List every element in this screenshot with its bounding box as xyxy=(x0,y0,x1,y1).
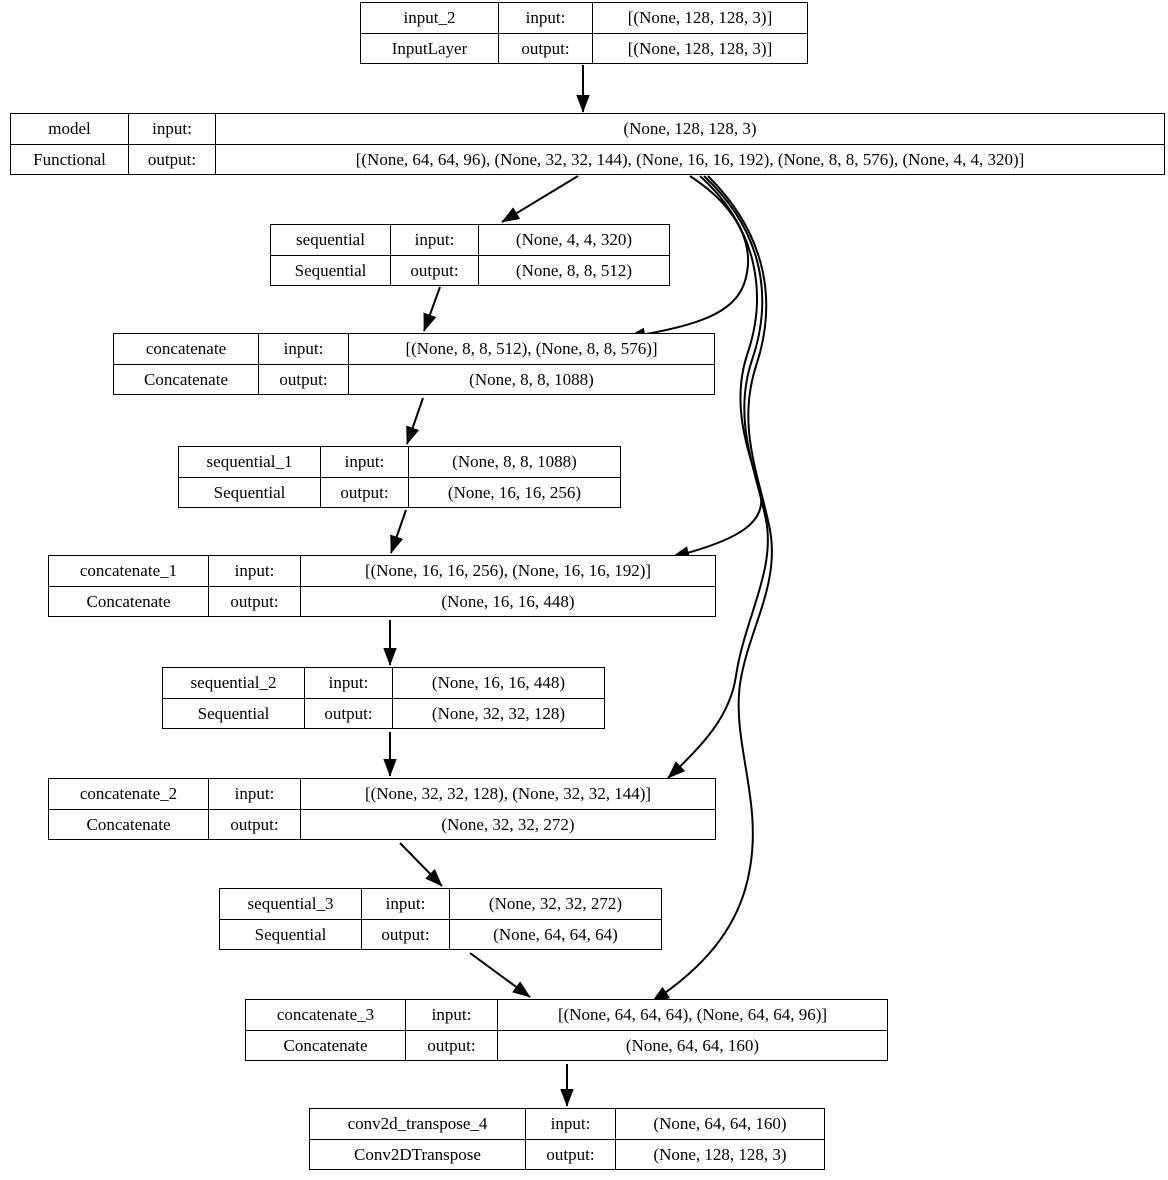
node-input_2-class: InputLayer xyxy=(361,33,499,63)
node-sequential_3-class: Sequential xyxy=(220,919,362,949)
node-sequential_1-output-label: output: xyxy=(321,477,409,507)
node-conv2d_transpose_4[interactable]: conv2d_transpose_4 input: (None, 64, 64,… xyxy=(309,1108,825,1170)
node-sequential-output-shape: (None, 8, 8, 512) xyxy=(515,260,633,280)
node-concatenate_3-name: concatenate_3 xyxy=(246,1000,406,1030)
node-model-class: Functional xyxy=(11,144,129,174)
node-sequential_1-output-shape: (None, 16, 16, 256) xyxy=(447,482,582,502)
node-concatenate-output-shape: (None, 8, 8, 1088) xyxy=(469,369,594,389)
node-concatenate_1-output-label: output: xyxy=(209,586,301,616)
node-concatenate_3[interactable]: concatenate_3 input: [(None, 64, 64, 64)… xyxy=(245,999,888,1061)
node-sequential_3[interactable]: sequential_3 input: (None, 32, 32, 272) … xyxy=(219,888,662,950)
node-conv2d_transpose_4-input-shape: (None, 64, 64, 160) xyxy=(653,1114,787,1134)
node-sequential_2-name: sequential_2 xyxy=(163,668,305,698)
node-model-output-label: output: xyxy=(129,144,216,174)
node-concatenate_3-output-shape: (None, 64, 64, 160) xyxy=(625,1035,760,1055)
node-concatenate_3-input-shape: [(None, 64, 64, 64), (None, 64, 64, 96)] xyxy=(557,1005,828,1025)
node-sequential_2[interactable]: sequential_2 input: (None, 16, 16, 448) … xyxy=(162,667,605,729)
node-conv2d_transpose_4-name: conv2d_transpose_4 xyxy=(310,1109,526,1139)
node-concatenate_2-output-shape: (None, 32, 32, 272) xyxy=(441,814,575,834)
node-input_2-output-shape: [(None, 128, 128, 3)] xyxy=(627,38,773,58)
node-input_2-name: input_2 xyxy=(361,3,499,33)
node-concatenate_1-input-shape: [(None, 16, 16, 256), (None, 16, 16, 192… xyxy=(364,561,652,581)
node-sequential-class: Sequential xyxy=(271,255,391,285)
node-concatenate_2[interactable]: concatenate_2 input: [(None, 32, 32, 128… xyxy=(48,778,716,840)
node-conv2d_transpose_4-input-label: input: xyxy=(526,1109,616,1139)
node-concatenate[interactable]: concatenate input: [(None, 8, 8, 512), (… xyxy=(113,333,715,395)
node-model-input-label: input: xyxy=(129,114,216,144)
node-sequential_3-name: sequential_3 xyxy=(220,889,362,919)
node-concatenate_1-class: Concatenate xyxy=(49,586,209,616)
node-concatenate_3-class: Concatenate xyxy=(246,1030,406,1060)
node-input_2-output-label: output: xyxy=(499,33,593,63)
node-concatenate-input-label: input: xyxy=(259,334,349,364)
node-concatenate_2-name: concatenate_2 xyxy=(49,779,209,809)
edge-sequential-to-concatenate xyxy=(423,286,441,332)
node-sequential_1-name: sequential_1 xyxy=(179,447,321,477)
node-sequential[interactable]: sequential input: (None, 4, 4, 320) Sequ… xyxy=(270,224,670,286)
node-conv2d_transpose_4-output-shape: (None, 128, 128, 3) xyxy=(653,1144,787,1164)
node-concatenate_1-input-label: input: xyxy=(209,556,301,586)
node-conv2d_transpose_4-class: Conv2DTranspose xyxy=(310,1139,526,1169)
node-concatenate-input-shape: [(None, 8, 8, 512), (None, 8, 8, 576)] xyxy=(405,339,658,359)
node-model-output-shape: [(None, 64, 64, 96), (None, 32, 32, 144)… xyxy=(355,149,1025,169)
node-sequential_1-input-shape: (None, 8, 8, 1088) xyxy=(452,452,577,472)
node-model-name: model xyxy=(11,114,129,144)
node-conv2d_transpose_4-output-label: output: xyxy=(526,1139,616,1169)
node-sequential_1-class: Sequential xyxy=(179,477,321,507)
node-model-input-shape: (None, 128, 128, 3) xyxy=(623,119,757,139)
node-sequential_2-input-shape: (None, 16, 16, 448) xyxy=(431,673,566,693)
node-concatenate-class: Concatenate xyxy=(114,364,259,394)
node-concatenate_2-output-label: output: xyxy=(209,809,301,839)
node-input_2-input-label: input: xyxy=(499,3,593,33)
edge-concatenate-to-sequential1 xyxy=(406,397,424,445)
edge-sequential3-to-concatenate3 xyxy=(469,952,531,998)
node-sequential_2-input-label: input: xyxy=(305,668,393,698)
node-input_2[interactable]: input_2 input: [(None, 128, 128, 3)] Inp… xyxy=(360,2,808,64)
node-sequential-input-shape: (None, 4, 4, 320) xyxy=(515,230,633,250)
node-concatenate_1-output-shape: (None, 16, 16, 448) xyxy=(441,591,575,611)
node-sequential_1-input-label: input: xyxy=(321,447,409,477)
node-concatenate_1-name: concatenate_1 xyxy=(49,556,209,586)
node-concatenate_2-input-shape: [(None, 32, 32, 128), (None, 32, 32, 144… xyxy=(364,784,652,804)
edge-model-to-sequential xyxy=(501,175,579,223)
edge-concatenate2-to-sequential3 xyxy=(399,842,443,887)
edge-sequential1-to-concatenate1 xyxy=(390,509,407,554)
node-concatenate_1[interactable]: concatenate_1 input: [(None, 16, 16, 256… xyxy=(48,555,716,617)
node-concatenate_2-class: Concatenate xyxy=(49,809,209,839)
node-sequential_3-input-shape: (None, 32, 32, 272) xyxy=(488,894,623,914)
node-sequential-input-label: input: xyxy=(391,225,479,255)
node-sequential_3-output-shape: (None, 64, 64, 64) xyxy=(493,924,618,944)
edge-model-to-concatenate2 xyxy=(667,175,769,779)
node-concatenate_3-input-label: input: xyxy=(406,1000,498,1030)
node-sequential_3-input-label: input: xyxy=(362,889,450,919)
node-sequential_2-class: Sequential xyxy=(163,698,305,728)
node-sequential_1[interactable]: sequential_1 input: (None, 8, 8, 1088) S… xyxy=(178,446,621,508)
node-sequential_3-output-label: output: xyxy=(362,919,450,949)
node-sequential-output-label: output: xyxy=(391,255,479,285)
node-model[interactable]: model input: (None, 128, 128, 3) Functio… xyxy=(10,113,1165,175)
node-concatenate_2-input-label: input: xyxy=(209,779,301,809)
node-sequential_2-output-label: output: xyxy=(305,698,393,728)
node-input_2-input-shape: [(None, 128, 128, 3)] xyxy=(627,8,773,28)
node-concatenate-name: concatenate xyxy=(114,334,259,364)
node-concatenate_3-output-label: output: xyxy=(406,1030,498,1060)
node-concatenate-output-label: output: xyxy=(259,364,349,394)
node-sequential_2-output-shape: (None, 32, 32, 128) xyxy=(431,703,566,723)
node-sequential-name: sequential xyxy=(271,225,391,255)
